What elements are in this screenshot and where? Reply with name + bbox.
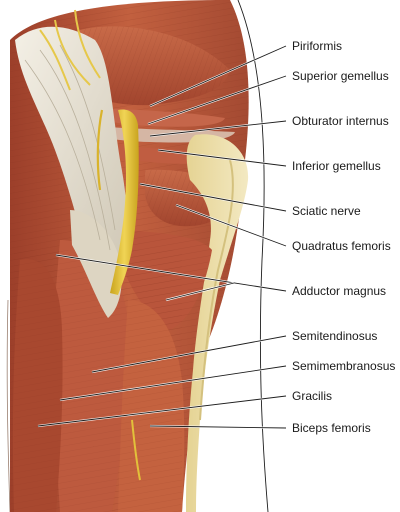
sacrotuberous-ligament: [15, 26, 128, 278]
femur-bone: [186, 134, 249, 512]
label-semimembranosus: Semimembranosus: [292, 359, 395, 373]
label-sciatic-nerve: Sciatic nerve: [292, 204, 361, 218]
skin-contour: [237, 0, 269, 512]
label-adductor-magnus: Adductor magnus: [292, 284, 386, 298]
label-superior-gemellus: Superior gemellus: [292, 69, 389, 83]
label-piriformis: Piriformis: [292, 39, 342, 53]
hamstring-fibers: [14, 250, 182, 512]
pelvic-nerves: [39, 9, 101, 91]
label-obturator-internus: Obturator internus: [292, 114, 389, 128]
label-gracilis: Gracilis: [292, 389, 332, 403]
label-quadratus-femoris: Quadratus femoris: [292, 239, 391, 253]
ligament-fibers: [24, 44, 116, 251]
femur-shadow: [199, 159, 234, 421]
leader-lines: [37, 44, 287, 430]
piriformis-fibers: [80, 26, 230, 106]
sciatic-nerve-shape: [110, 109, 139, 295]
skin-contour-left: [6, 299, 11, 512]
label-inferior-gemellus: Inferior gemellus: [292, 159, 381, 173]
ischial-tendon: [70, 210, 122, 318]
nerve-branch-lower: [131, 419, 141, 481]
label-semitendinosus: Semitendinosus: [292, 329, 377, 343]
nerve-branch: [96, 109, 104, 191]
label-biceps-femoris: Biceps femoris: [292, 421, 371, 435]
